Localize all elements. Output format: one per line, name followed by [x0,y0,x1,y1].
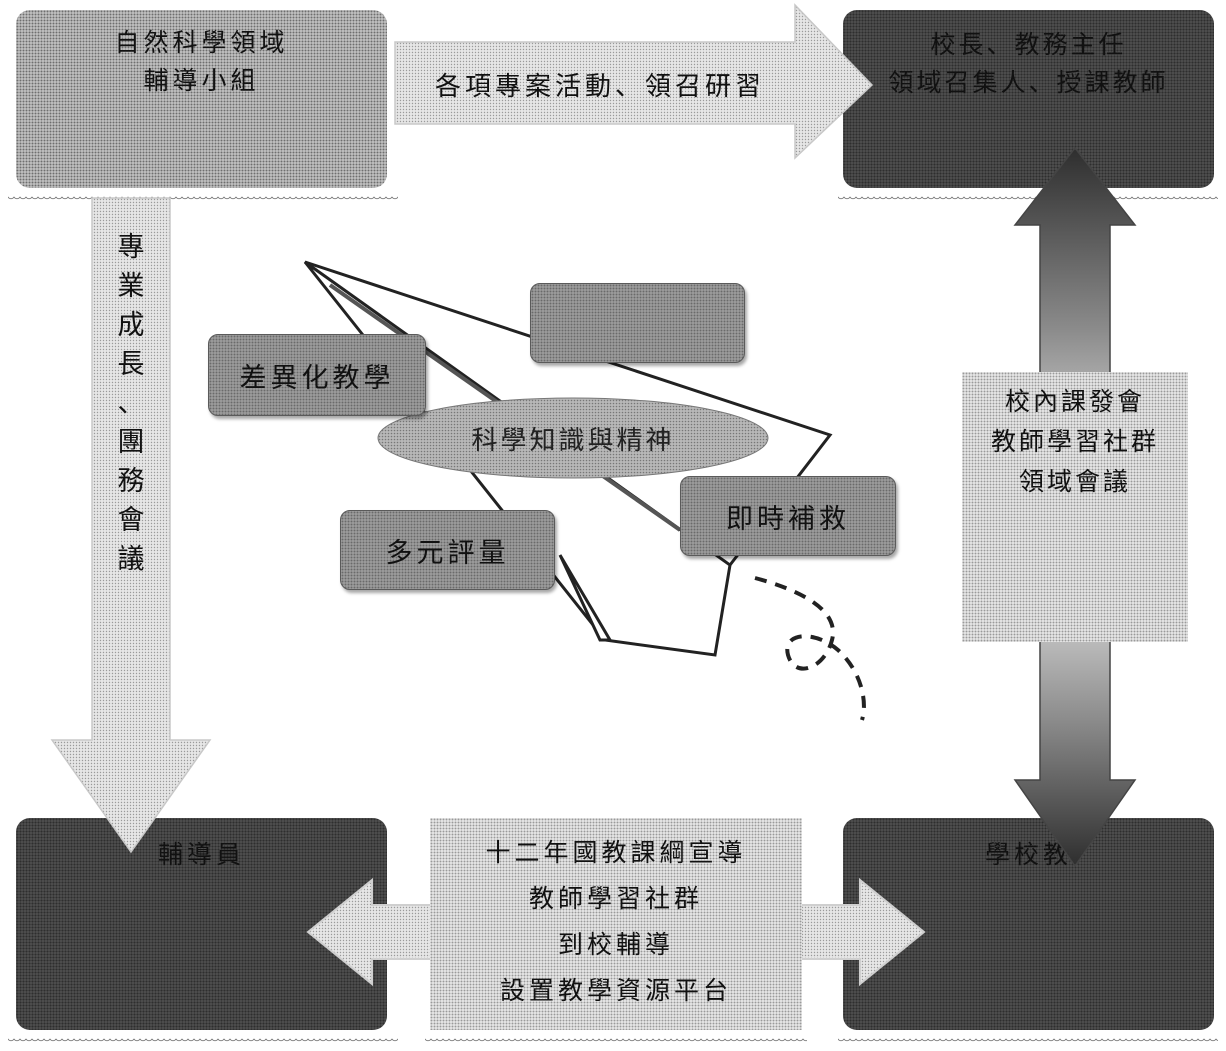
paper-plane-lower [558,554,613,642]
divider-bottom-middle [425,1038,807,1044]
pill-remedial-instruction: 即時補救 [680,476,896,556]
arrow-left-char: 務 [117,466,145,497]
divider-bottom-left [8,1038,398,1044]
box-guidance-group: 自然科學領域 輔導小組 [16,10,387,188]
divider-top-right [838,196,1218,202]
arrow-left-char: 議 [117,544,145,575]
center-oval [377,397,769,479]
panel-school-meetings-line1: 校內課發會 [1004,387,1145,416]
panel-curriculum-line1: 十二年國教課綱宣導 [485,838,747,867]
box-guidance-group-line1: 自然科學領域 [114,28,289,57]
box-school-label: 學校教 [984,840,1072,869]
panel-school-meetings: 校內課發會 教師學習社群 領域會議 [962,372,1188,642]
box-counselor-label: 輔導員 [157,840,245,869]
box-principal-line2: 領域召集人、授課教師 [888,68,1169,97]
box-guidance-group-line2: 輔導小組 [143,66,260,95]
pill-empty [530,283,745,363]
panel-curriculum-line3: 到校輔導 [557,930,674,959]
arrow-left-char: 、 [117,388,145,419]
arrow-left-char: 專 [117,232,145,263]
divider-bottom-right [838,1038,1218,1044]
arrow-top [394,3,874,160]
pill-differentiated-teaching: 差異化教學 [208,334,426,416]
pill-multiple-assessment: 多元評量 [340,510,555,590]
panel-curriculum-line2: 教師學習社群 [528,884,703,913]
arrow-left-char: 團 [117,427,145,458]
divider-top-left [8,196,398,202]
center-oval-label: 科學知識與精神 [471,426,675,456]
arrow-left-char: 會 [117,505,145,536]
panel-school-meetings-line2: 教師學習社群 [990,427,1159,456]
arrow-left-label: 專 業 成 長 、 團 務 會 議 [111,228,151,579]
arrow-top-label: 各項專案活動、領召研習 [434,72,765,102]
box-principal-teachers: 校長、教務主任 領域召集人、授課教師 [843,10,1214,188]
panel-curriculum-line4: 設置教學資源平台 [499,976,732,1005]
arrow-left-char: 成 [117,310,145,341]
arrow-left-char: 業 [117,271,145,302]
arrow-left-vertical [50,197,212,854]
panel-curriculum: 十二年國教課綱宣導 教師學習社群 到校輔導 設置教學資源平台 [430,818,802,1030]
box-principal-line1: 校長、教務主任 [930,30,1127,59]
panel-school-meetings-line3: 領域會議 [1018,467,1131,496]
arrow-left-char: 長 [117,349,145,380]
dashed-trail [754,576,866,721]
